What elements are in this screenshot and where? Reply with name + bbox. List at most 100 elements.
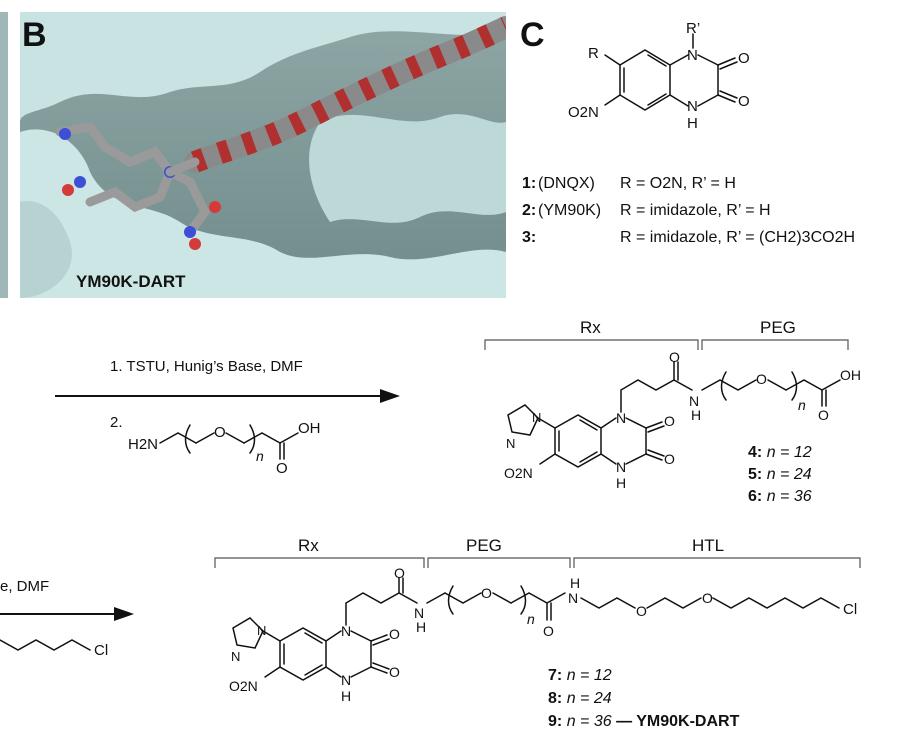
compound-def: R = imidazole, R’ = H [620,202,771,219]
ligand-sticks [55,122,221,250]
product1-structure: O N H O n OH O N N H O O O2N N N [504,350,861,491]
amide-nh-label: N [414,605,424,621]
entry-num: 8: [548,690,563,707]
compound-num: 3: [522,229,537,246]
protein-surface-render [20,12,506,298]
product2-structure: O N H O n O N H O O Cl N N H O O O2N N N [229,568,857,704]
o2-label: O [738,93,750,110]
product2-htl-label: HTL [692,536,725,555]
product1-brackets [484,339,849,350]
entry-row: 7: n = 12 [548,664,739,687]
entry-n: n = 12 [766,444,812,461]
imidazole-n2-label: N [506,436,515,451]
entry-n: n = 24 [566,690,612,707]
product2-entries: 7: n = 12 8: n = 24 9: n = 36 — YM90K-DA… [548,664,739,733]
o2-label: O [664,451,675,467]
compound-name: (YM90K) [538,202,602,219]
n-label: n [798,397,806,413]
o2-label: O [389,664,400,680]
no2-label: O2N [504,465,533,481]
ether-o-label: O [481,585,492,601]
h2n-label: H2N [128,436,158,453]
product2-brackets [214,557,861,568]
reaction2-conditions: e, DMF [0,578,50,595]
entry-row: 8: n = 24 [548,687,739,710]
entry-n: n = 12 [566,667,612,684]
panel-b-image [20,12,506,298]
entry-row: 5: n = 24 [748,464,812,486]
no2-label: O2N [229,678,258,694]
compound-name: (DNQX) [538,175,595,192]
htl-o1-label: O [636,603,647,619]
n-label: n [527,611,535,627]
r-label: R [588,45,599,62]
reaction2-reagent: Cl [0,639,108,659]
product1-rx-label: Rx [580,318,601,337]
reaction1-arrow [55,389,400,403]
entry-n: n = 36 [766,488,812,505]
no2-label: O2N [568,104,599,121]
amide-nh-label: N [689,393,699,409]
n1-label: N [616,410,626,426]
n1-label: N [341,623,351,639]
n2-label: N [341,672,351,688]
amide-o-label: O [669,350,680,365]
n-label: n [256,448,264,464]
oh-label: OH [298,420,321,437]
ether-o-label: O [756,371,767,387]
entry-row: 9: n = 36 — YM90K-DART [548,710,739,733]
r-prime-label: R’ [686,20,700,37]
compound-def: R = imidazole, R’ = (CH2)3CO2H [620,229,856,246]
oh-label: OH [840,367,861,383]
entry-n: n = 36 [566,713,612,730]
carboxyl-o-label: O [818,407,829,423]
entry-suffix: — YM90K-DART [616,713,740,730]
helix-coil [184,16,506,173]
n2-label: N [687,98,698,115]
htl-o2-label: O [702,590,713,606]
amide-h-label: H [416,619,426,635]
panel-b-caption: YM90K-DART [76,272,186,291]
n2-label: N [616,459,626,475]
imidazole-n2-label: N [231,649,240,664]
entry-row: 4: n = 12 [748,442,812,464]
entry-num: 4: [748,444,763,461]
imidazole-n-label: N [532,410,541,425]
cropped-panel-edge [0,12,8,298]
cl-label: Cl [94,642,108,659]
reaction2-arrow [0,607,134,621]
panel-b-letter: B [22,16,47,54]
o1-label: O [664,413,675,429]
entry-num: 6: [748,488,763,505]
amide-h-label: H [691,407,701,423]
reaction1-step2: 2. [110,414,123,431]
htl-cl-label: Cl [843,601,857,618]
product1-entries: 4: n = 12 5: n = 24 6: n = 36 [748,442,812,508]
h-label: H [616,475,626,491]
amide-o-label: O [394,568,405,581]
carbonyl-o-label: O [543,623,554,639]
compound-def: R = O2N, R’ = H [620,175,736,192]
product2-rx-label: Rx [298,536,319,555]
h-label: H [341,688,351,704]
htl-h-label: H [570,575,580,591]
n1-label: N [687,47,698,64]
o1-label: O [389,626,400,642]
entry-row: 6: n = 36 [748,486,812,508]
product1-peg-label: PEG [760,318,796,337]
peg-reagent-structure: H2N O n OH O [128,420,321,475]
entry-n: n = 24 [766,466,812,483]
entry-num: 9: [548,713,563,730]
product2-peg-label: PEG [466,536,502,555]
carbonyl-o-label: O [276,460,288,475]
entry-num: 7: [548,667,563,684]
panel-c-letter: C [520,16,545,54]
htl-n-label: N [568,590,578,606]
compound-num: 2: [522,202,537,219]
reaction1-step1: 1. TSTU, Hunig’s Base, DMF [110,358,303,375]
o1-label: O [738,50,750,67]
ether-o-label: O [214,424,226,441]
imidazole-n-label: N [257,623,266,638]
quinoxalinedione-scaffold: R’ R N N H O O O2N [568,20,750,132]
compound-num: 1: [522,175,537,192]
